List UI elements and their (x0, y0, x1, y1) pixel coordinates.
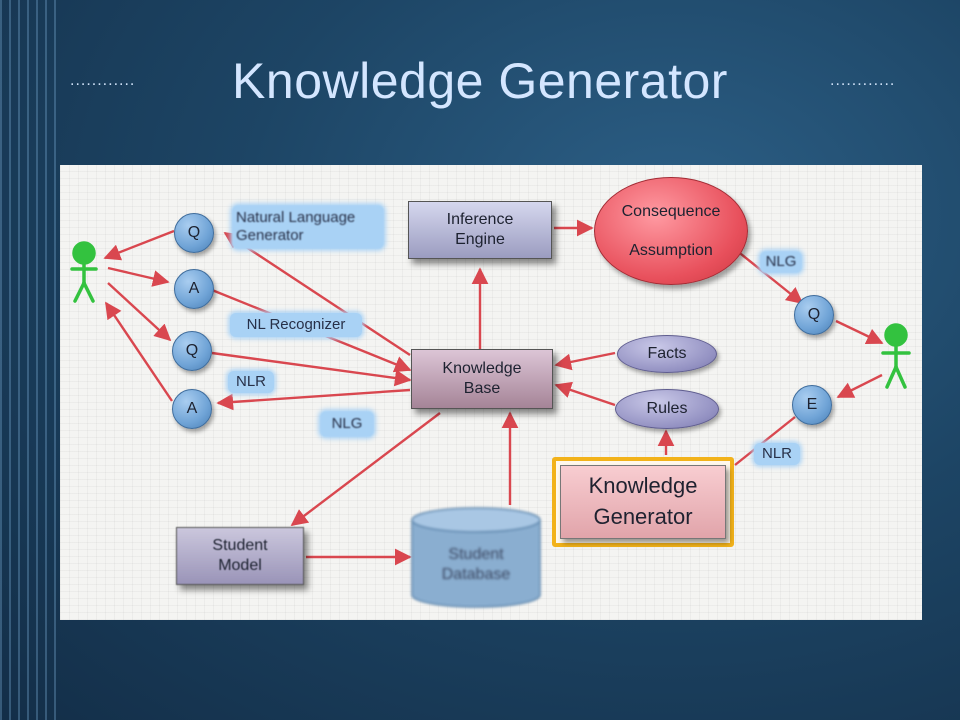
arrow-q2-to-kb (211, 351, 412, 387)
arrow-kb-to-a2 (216, 388, 411, 411)
person-left-icon (70, 241, 98, 303)
arrow-q-right-to-person (835, 319, 884, 345)
slide-title: Knowledge Generator (232, 53, 728, 109)
facts-pill: Facts (617, 335, 717, 373)
circle-a-left: A (174, 269, 214, 309)
consequence-assumption-ellipse: Consequence Assumption (594, 177, 748, 285)
arrow-facts-to-kb (554, 351, 616, 371)
line-e-to-kg (734, 416, 796, 466)
label-nlr-left: NLR (228, 371, 274, 393)
person-right-icon (881, 323, 911, 389)
label-natural-language-generator: Natural Language Generator (232, 205, 384, 249)
diagram-panel: Q A Q A Q E Natural Language Generator N… (60, 165, 922, 620)
arrow-person-to-e (836, 373, 883, 399)
arrow-person-to-a (107, 266, 170, 287)
label-nlg-left: NLG (320, 411, 374, 437)
student-database-cylinder (411, 507, 541, 608)
knowledge-generator-highlight: Knowledge Generator (552, 457, 734, 547)
left-stripe-decoration (0, 0, 62, 720)
rules-pill: Rules (615, 389, 719, 429)
circle-q-left-top: Q (174, 213, 214, 253)
knowledge-base-box: Knowledge Base (411, 349, 553, 409)
label-nlr-right: NLR (754, 443, 800, 465)
arrow-consequence-to-q-right (735, 249, 804, 305)
knowledge-generator-box: Knowledge Generator (560, 465, 726, 539)
arrow-person-to-q2 (107, 282, 172, 342)
arrow-a2-to-person (105, 301, 173, 402)
circle-q-left: Q (172, 331, 212, 371)
student-model-box: Student Model (176, 527, 304, 585)
arrow-kb-to-student-model (290, 412, 441, 527)
circle-q-right: Q (794, 295, 834, 335)
title-dots-right: ............ (830, 72, 896, 89)
consequence-text: Consequence (621, 202, 721, 220)
arrow-kb-to-q-top (223, 231, 411, 357)
label-nl-recognizer: NL Recognizer (230, 313, 362, 337)
label-nlg-right: NLG (760, 251, 802, 273)
arrow-q-to-person-left (103, 229, 175, 261)
student-database-label: Student Database (441, 546, 511, 583)
arrow-rules-to-kb (554, 381, 616, 407)
assumption-text: Assumption (629, 241, 713, 259)
title-dots-left: ............ (70, 72, 136, 89)
circle-e-right: E (792, 385, 832, 425)
circle-a-left-bottom: A (172, 389, 212, 429)
inference-engine-box: Inference Engine (408, 201, 552, 259)
